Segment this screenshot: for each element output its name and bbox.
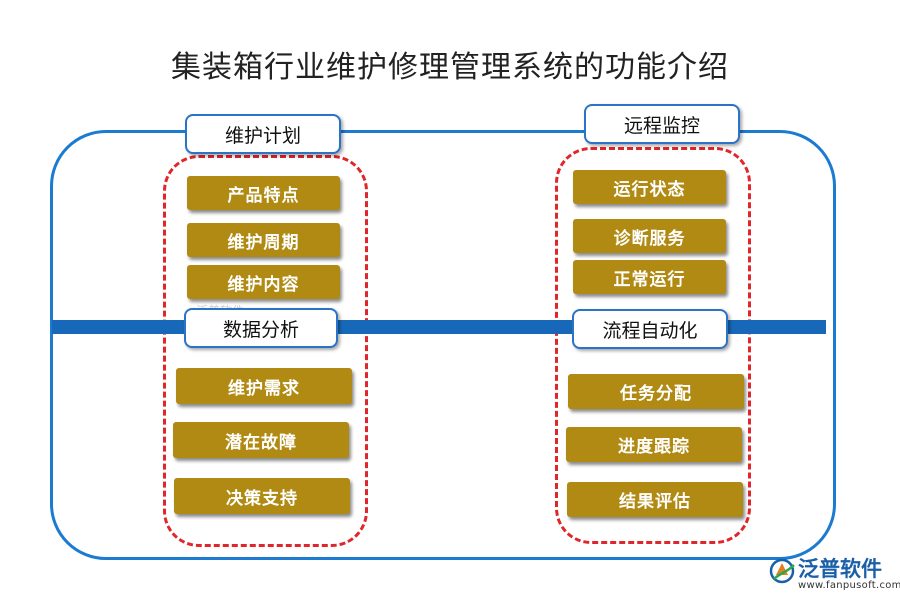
maintenance-plan-item-2: 维护周期 [187,223,340,257]
data-analysis-item-2: 潜在故障 [173,422,349,458]
maintenance-plan-header: 维护计划 [185,114,341,154]
maintenance-plan-item-3: 维护内容 [187,265,340,299]
remote-monitoring-header: 远程监控 [584,104,740,144]
data-analysis-header: 数据分析 [184,308,338,348]
maintenance-plan-item-1: 产品特点 [187,176,340,210]
logo-url: www.fanpusoft.com [798,580,900,591]
fanpu-logo-icon [769,558,795,584]
left-dashed-group [163,155,368,547]
page-title: 集装箱行业维护修理管理系统的功能介绍 [171,50,729,85]
data-analysis-item-1: 维护需求 [176,368,352,404]
process-automation-item-3: 结果评估 [567,482,743,517]
data-analysis-item-3: 决策支持 [174,478,350,514]
remote-monitoring-item-1: 运行状态 [573,170,726,204]
right-dashed-group [555,147,751,544]
process-automation-header: 流程自动化 [572,309,728,349]
fanpu-logo[interactable]: 泛普软件 www.fanpusoft.com [768,553,900,597]
remote-monitoring-item-2: 诊断服务 [573,219,726,253]
process-automation-item-2: 进度跟踪 [566,427,742,462]
outer-frame [50,130,836,560]
logo-name: 泛普软件 [798,557,882,581]
remote-monitoring-item-3: 正常运行 [573,260,726,294]
process-automation-item-1: 任务分配 [568,374,744,409]
